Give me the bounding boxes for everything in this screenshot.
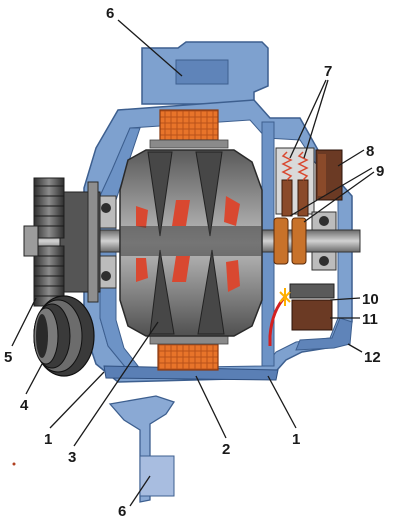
leader-9b: [303, 171, 375, 223]
callout-10: 10: [362, 291, 379, 308]
diode-body: [291, 299, 333, 331]
leader-10: [329, 297, 361, 301]
pulley-nut: [23, 225, 39, 257]
field-coil-strip-3: [224, 196, 240, 226]
callout-labels: 6 7 8 9 10 11 12 5 4 1 3 2 1 6: [4, 5, 384, 519]
slip-ring-2: [291, 217, 307, 265]
brush-spring-right: [297, 151, 309, 181]
rotor: [119, 149, 263, 337]
lower-mounting-lug: [108, 395, 176, 503]
leader-4: [25, 363, 43, 395]
brush-spring-left: [281, 151, 293, 181]
field-coil-strip-1: [172, 200, 190, 226]
claw-finger-3: [149, 249, 175, 335]
pulley-grooves-upper: [33, 177, 65, 239]
front-cover-wall: [99, 127, 141, 369]
leader-3: [73, 321, 159, 447]
slip-ring-assembly: [273, 147, 315, 265]
leader-7a: [289, 79, 327, 159]
callout-5: 5: [4, 349, 12, 366]
leader-6-bottom: [129, 475, 151, 507]
stator-core-top: [149, 139, 229, 149]
bottom-seam: [103, 365, 279, 381]
leader-1-right: [267, 375, 297, 429]
rear-bearing: [311, 211, 337, 271]
callout-1-left: 1: [44, 431, 52, 448]
top-bolt-hole: [175, 59, 229, 85]
callout-11: 11: [362, 311, 378, 328]
stray-dot: [12, 462, 16, 466]
leader-7b: [303, 79, 329, 159]
rectifier-diodes: [268, 283, 335, 346]
callout-8: 8: [366, 143, 374, 160]
pulley-perspective: [33, 295, 95, 377]
field-coil-strip-4: [226, 260, 240, 292]
callout-12: 12: [364, 349, 381, 366]
stator-winding-top: [159, 109, 219, 141]
cooling-fan: [87, 181, 99, 303]
leader-2: [195, 375, 227, 439]
claw-finger-2: [195, 151, 223, 237]
rotor-core-band: [120, 226, 262, 256]
leader-6-top: [117, 19, 183, 77]
callout-7: 7: [324, 63, 332, 80]
leader-9a: [289, 167, 373, 217]
leader-5: [11, 297, 37, 347]
leader-lines: [11, 19, 375, 507]
field-coil-strip-2: [172, 256, 190, 282]
field-coil-strip-6: [136, 258, 148, 282]
stator-core-bottom: [149, 335, 229, 345]
leader-1-left: [49, 371, 105, 429]
diode-plate: [289, 283, 335, 299]
field-coil-strip-5: [136, 206, 148, 228]
leader-8: [337, 149, 365, 167]
claw-finger-1: [147, 151, 173, 237]
slip-ring-1: [273, 217, 289, 265]
callout-2: 2: [222, 441, 230, 458]
callout-1-right: 1: [292, 431, 300, 448]
callout-4: 4: [20, 397, 29, 414]
claw-finger-4: [197, 249, 225, 335]
spark-marker: [279, 288, 291, 306]
callout-6-bottom: 6: [118, 503, 126, 519]
stator-winding-bottom: [157, 343, 219, 371]
callout-6-top: 6: [106, 5, 114, 22]
rear-cover-tail: [295, 317, 353, 351]
callout-3: 3: [68, 449, 76, 466]
voltage-regulator: [315, 149, 343, 201]
brush-left: [281, 179, 293, 217]
front-bearing: [95, 195, 117, 289]
callout-9: 9: [376, 163, 384, 180]
leader-12: [347, 343, 363, 353]
